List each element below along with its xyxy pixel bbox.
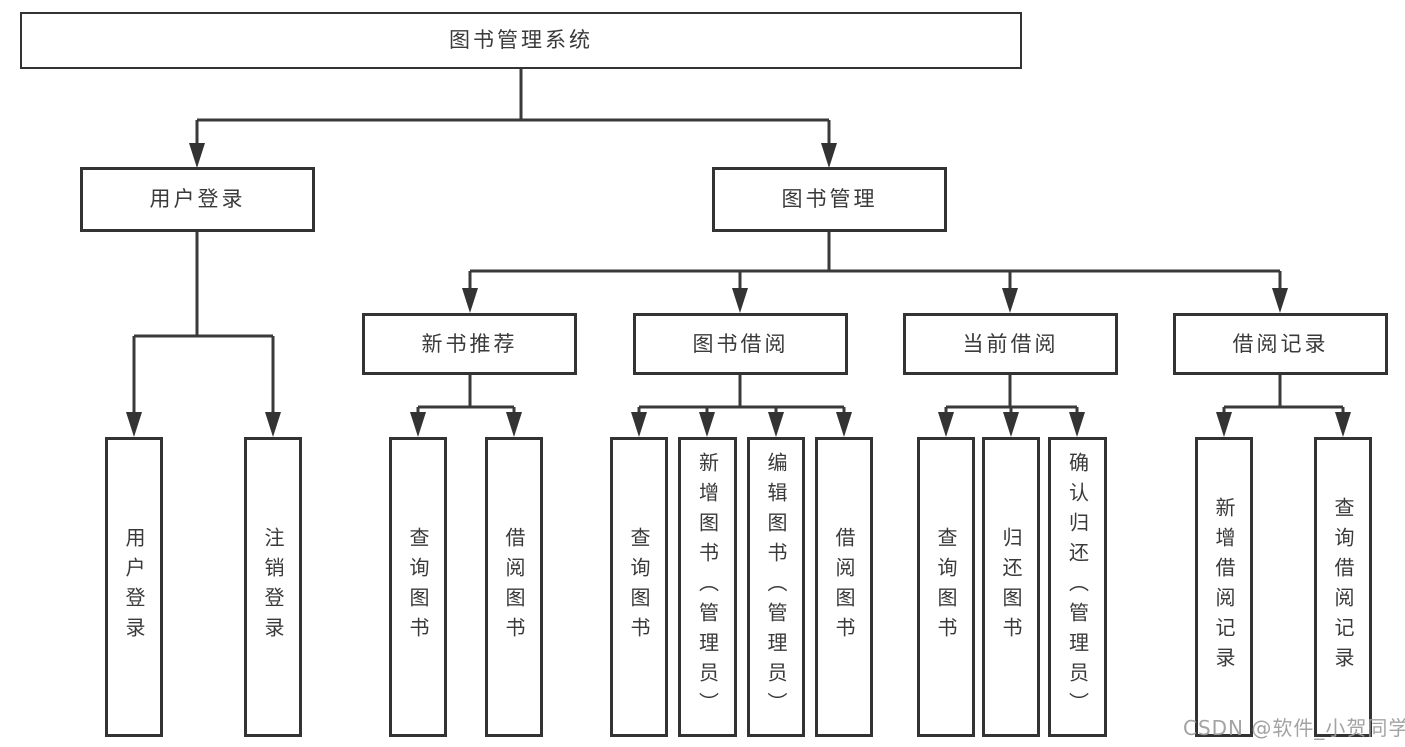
arrow-down-icon: [126, 412, 142, 437]
node-leaf-query-books-current: 查询图书: [917, 437, 975, 737]
node-leaf-user-login: 用户登录: [105, 437, 163, 737]
connector-bookborrow-to-leaves: [637, 375, 846, 413]
node-leaf-borrow-books: 借阅图书: [815, 437, 873, 737]
node-label: 新书推荐: [421, 331, 518, 356]
connector-root-to-level2: [195, 69, 831, 145]
connector-bookmgmt-to-level3: [468, 232, 1282, 289]
arrow-down-icon: [732, 288, 748, 313]
arrow-down-icon: [189, 143, 205, 168]
node-label: 查询图书: [934, 527, 958, 647]
arrowheads-level2: [189, 143, 837, 168]
node-label: 当前借阅: [962, 331, 1059, 356]
arrow-down-icon: [1002, 288, 1018, 313]
arrow-down-icon: [938, 412, 954, 437]
connector-borrowrecords-to-leaves: [1222, 375, 1345, 413]
node-leaf-add-book-admin: 新增图书（管理员）: [678, 437, 737, 737]
node-label: 图书管理: [781, 187, 878, 211]
arrow-down-icon: [506, 412, 522, 437]
arrowheads-level3: [462, 288, 1288, 313]
arrow-down-icon: [265, 412, 281, 437]
arrow-down-icon: [1069, 412, 1085, 437]
arrow-down-icon: [1003, 412, 1019, 437]
node-leaf-borrow-books-rec: 借阅图书: [485, 437, 543, 737]
connector-userlogin-to-leaves: [132, 232, 275, 413]
node-label: 编辑图书（管理员）: [764, 452, 788, 722]
arrow-down-icon: [1335, 412, 1351, 437]
node-leaf-edit-book-admin: 编辑图书（管理员）: [747, 437, 805, 737]
node-leaf-query-books-borrow: 查询图书: [610, 437, 668, 737]
arrow-down-icon: [1272, 288, 1288, 313]
arrow-down-icon: [768, 412, 784, 437]
node-leaf-confirm-return-admin: 确认归还（管理员）: [1048, 437, 1107, 737]
connector-newbookrec-to-leaves: [416, 375, 516, 413]
arrow-down-icon: [836, 412, 852, 437]
node-label: 查询图书: [627, 527, 651, 647]
node-user-login-group: 用户登录: [80, 167, 315, 232]
arrow-down-icon: [821, 143, 837, 168]
node-leaf-add-borrow-record: 新增借阅记录: [1195, 437, 1253, 737]
node-label: 用户登录: [149, 187, 246, 211]
node-library-system: 图书管理系统: [20, 12, 1022, 69]
arrow-down-icon: [1216, 412, 1232, 437]
arrowheads-currentborrow-leaves: [938, 412, 1085, 437]
arrowheads-newbookrec-leaves: [410, 412, 522, 437]
node-current-borrowing: 当前借阅: [903, 313, 1118, 375]
node-label: 图书管理系统: [449, 28, 593, 52]
arrow-down-icon: [699, 412, 715, 437]
node-label: 新增借阅记录: [1212, 497, 1236, 677]
node-label: 借阅图书: [832, 527, 856, 647]
node-label: 查询图书: [406, 527, 430, 647]
node-book-borrowing: 图书借阅: [633, 313, 848, 375]
node-label: 借阅图书: [502, 527, 526, 647]
arrow-down-icon: [631, 412, 647, 437]
node-new-book-recommend: 新书推荐: [362, 313, 577, 375]
node-label: 归还图书: [999, 527, 1023, 647]
node-label: 用户登录: [122, 527, 146, 647]
node-label: 查询借阅记录: [1331, 497, 1355, 677]
node-leaf-query-borrow-record: 查询借阅记录: [1314, 437, 1372, 737]
node-borrow-records: 借阅记录: [1173, 313, 1388, 375]
arrowheads-bookborrow-leaves: [631, 412, 852, 437]
node-label: 图书借阅: [692, 331, 789, 356]
node-label: 注销登录: [261, 527, 285, 647]
node-leaf-logout: 注销登录: [244, 437, 302, 737]
arrow-down-icon: [462, 288, 478, 313]
node-leaf-return-book: 归还图书: [982, 437, 1040, 737]
node-leaf-query-books-rec: 查询图书: [389, 437, 447, 737]
arrowheads-userlogin-leaves: [126, 412, 281, 437]
node-label: 借阅记录: [1232, 331, 1329, 356]
arrow-down-icon: [410, 412, 426, 437]
connector-currentborrow-to-leaves: [944, 375, 1079, 413]
node-label: 确认归还（管理员）: [1065, 452, 1090, 722]
node-book-management: 图书管理: [712, 167, 947, 232]
arrowheads-borrowrecords-leaves: [1216, 412, 1351, 437]
csdn-watermark: CSDN @软件_小贺同学: [1183, 716, 1405, 740]
node-label: 新增图书（管理员）: [695, 452, 720, 722]
